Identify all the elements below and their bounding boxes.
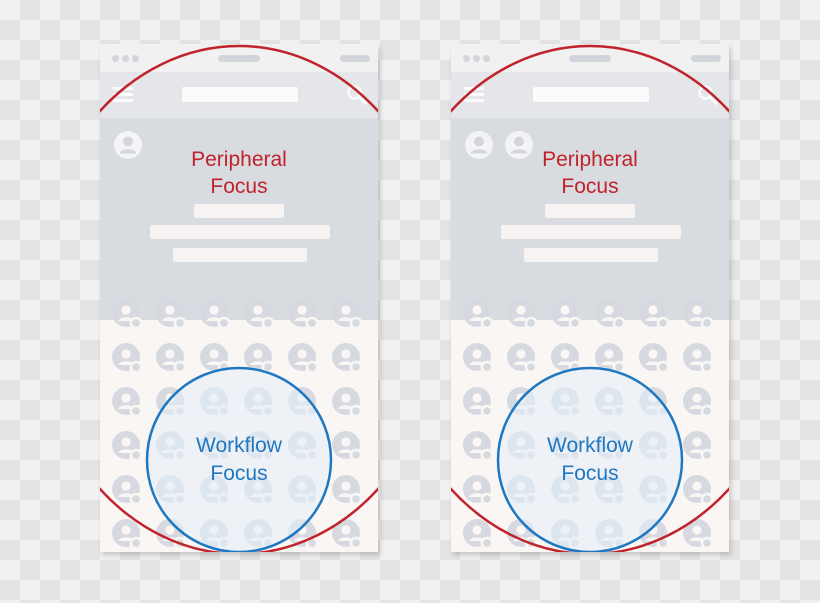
contact-icon bbox=[550, 298, 582, 330]
text-placeholder-bar bbox=[150, 225, 330, 239]
contact-icon bbox=[331, 430, 363, 462]
text-placeholder-bar bbox=[173, 248, 307, 262]
contact-icon bbox=[199, 518, 231, 550]
contact-icon bbox=[331, 342, 363, 374]
contact-icon bbox=[682, 430, 714, 462]
contact-icon bbox=[506, 342, 538, 374]
contact-icon bbox=[506, 298, 538, 330]
status-dot bbox=[463, 55, 470, 62]
text-placeholder-bar bbox=[194, 204, 284, 218]
contact-icon bbox=[594, 298, 626, 330]
contact-icon bbox=[462, 386, 494, 418]
search-bar-placeholder bbox=[182, 87, 298, 102]
status-pill bbox=[569, 55, 611, 62]
avatar-icon bbox=[464, 130, 494, 160]
contact-icon bbox=[287, 342, 319, 374]
peripheral-focus-label: Peripheral Focus bbox=[542, 148, 638, 198]
search-bar-placeholder bbox=[533, 87, 649, 102]
avatar-icon bbox=[113, 130, 143, 160]
status-bar bbox=[100, 44, 378, 72]
contact-icon bbox=[550, 518, 582, 550]
contact-icon bbox=[155, 342, 187, 374]
contact-icon bbox=[111, 474, 143, 506]
profile-header: Peripheral Focus bbox=[451, 118, 729, 320]
status-pill bbox=[218, 55, 260, 62]
contact-icon bbox=[331, 518, 363, 550]
search-icon bbox=[698, 85, 718, 105]
text-placeholder-bar bbox=[545, 204, 635, 218]
contact-icon bbox=[462, 518, 494, 550]
contact-icon bbox=[550, 386, 582, 418]
status-dot bbox=[122, 55, 129, 62]
status-dot bbox=[112, 55, 119, 62]
contact-icon bbox=[506, 386, 538, 418]
workflow-focus-label: Workflow Focus bbox=[196, 434, 282, 485]
status-pill bbox=[691, 55, 721, 62]
contact-icon bbox=[638, 342, 670, 374]
contact-icon bbox=[111, 386, 143, 418]
contact-icon bbox=[682, 474, 714, 506]
contact-icon bbox=[682, 386, 714, 418]
contact-icon bbox=[682, 342, 714, 374]
contact-icon bbox=[199, 298, 231, 330]
contact-icon bbox=[594, 518, 626, 550]
contact-icon bbox=[243, 298, 275, 330]
search-icon bbox=[347, 85, 367, 105]
contact-icon bbox=[594, 342, 626, 374]
text-placeholder-bar bbox=[501, 225, 681, 239]
contact-icon bbox=[638, 518, 670, 550]
peripheral-focus-label: Peripheral Focus bbox=[191, 148, 287, 198]
contact-icon bbox=[331, 474, 363, 506]
status-dot bbox=[473, 55, 480, 62]
contact-icon bbox=[462, 430, 494, 462]
nav-bar bbox=[100, 72, 378, 118]
contact-icon bbox=[550, 342, 582, 374]
workflow-focus-label: Workflow Focus bbox=[547, 434, 633, 485]
status-dot bbox=[132, 55, 139, 62]
profile-header: Peripheral Focus bbox=[100, 118, 378, 320]
contact-icon bbox=[331, 298, 363, 330]
contact-icon bbox=[287, 518, 319, 550]
hamburger-icon bbox=[113, 87, 133, 103]
status-dot bbox=[483, 55, 490, 62]
contact-icon bbox=[462, 298, 494, 330]
contact-icon bbox=[243, 342, 275, 374]
contact-icon bbox=[638, 386, 670, 418]
contact-icon bbox=[199, 342, 231, 374]
status-bar bbox=[451, 44, 729, 72]
nav-bar bbox=[451, 72, 729, 118]
contact-icon bbox=[111, 430, 143, 462]
contact-icon bbox=[111, 518, 143, 550]
contact-icon bbox=[682, 518, 714, 550]
status-pill bbox=[340, 55, 370, 62]
contact-icon bbox=[155, 298, 187, 330]
contact-icon bbox=[331, 386, 363, 418]
contact-icon bbox=[111, 298, 143, 330]
text-placeholder-bar bbox=[524, 248, 658, 262]
contact-icon bbox=[155, 386, 187, 418]
contact-icon bbox=[287, 298, 319, 330]
contact-icon bbox=[462, 342, 494, 374]
contact-icon bbox=[462, 474, 494, 506]
contact-icon bbox=[111, 342, 143, 374]
contact-icon bbox=[287, 386, 319, 418]
phone-mockup-right: Peripheral Focus Workflow Focus bbox=[451, 44, 729, 552]
contact-icon bbox=[199, 386, 231, 418]
contact-icon bbox=[638, 298, 670, 330]
contact-icon bbox=[243, 386, 275, 418]
contact-icon bbox=[682, 298, 714, 330]
contact-icon bbox=[506, 518, 538, 550]
phone-mockup-left: Peripheral Focus Workflow Focus bbox=[100, 44, 378, 552]
contact-icon bbox=[594, 386, 626, 418]
contact-icon bbox=[243, 518, 275, 550]
hamburger-icon bbox=[464, 87, 484, 103]
contact-icon bbox=[155, 518, 187, 550]
